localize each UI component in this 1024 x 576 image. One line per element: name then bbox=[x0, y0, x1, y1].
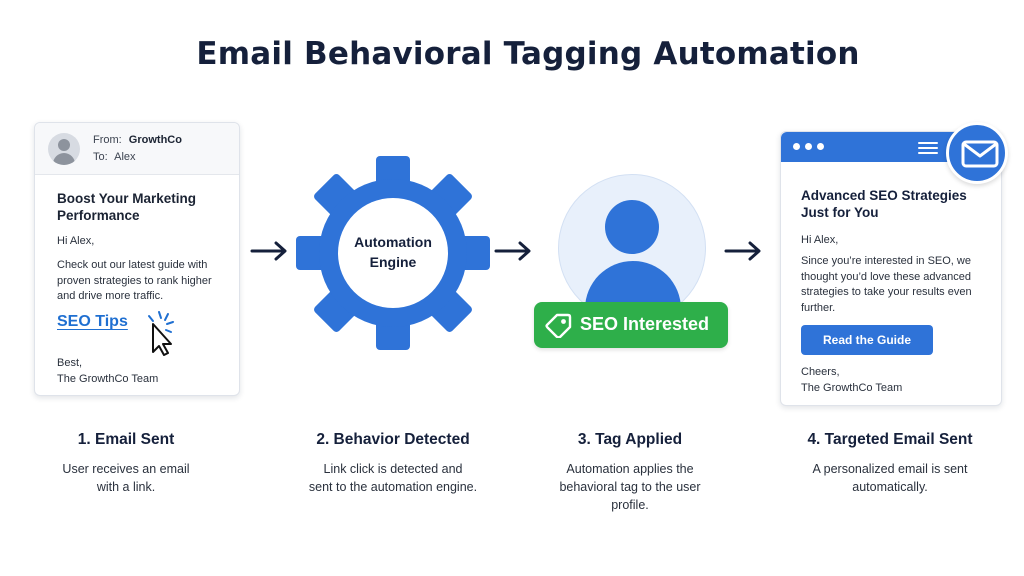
seo-interested-tag: SEO Interested bbox=[534, 302, 728, 348]
envelope-icon bbox=[946, 122, 1008, 184]
step-1-desc-line: with a link. bbox=[96, 480, 156, 494]
email-signoff: Best, The GrowthCo Team bbox=[57, 356, 158, 387]
arrow-right-icon bbox=[494, 241, 531, 261]
arrow-right-icon bbox=[250, 241, 287, 261]
arrow-right-icon bbox=[724, 241, 761, 261]
sent-email-card: From: GrowthCo To: Alex Boost Your Marke… bbox=[34, 122, 240, 396]
automation-engine-label: Automation Engine bbox=[340, 232, 446, 272]
user-avatar-icon bbox=[48, 133, 80, 165]
step-1-desc: User receives an email with a link. bbox=[36, 460, 216, 496]
email-header: From: GrowthCo To: Alex bbox=[35, 123, 239, 175]
step-4-desc: A personalized email is sent automatical… bbox=[785, 460, 995, 496]
tag-icon bbox=[545, 313, 572, 338]
read-guide-button[interactable]: Read the Guide bbox=[801, 325, 933, 355]
tag-label: SEO Interested bbox=[580, 314, 710, 334]
email-subject: Advanced SEO Strategies Just for You bbox=[801, 188, 967, 220]
step-2-desc-line: sent to the automation engine. bbox=[308, 480, 478, 494]
step-4-desc-line: A personalized email is sent bbox=[812, 462, 968, 476]
to-row: To: Alex bbox=[93, 151, 136, 163]
email-signoff: Cheers, The GrowthCo Team bbox=[801, 365, 902, 396]
signoff-team: The GrowthCo Team bbox=[57, 372, 159, 385]
gear-icon bbox=[296, 156, 490, 350]
step-4-desc-line: automatically. bbox=[852, 480, 928, 494]
step-1-desc-line: User receives an email bbox=[62, 462, 190, 476]
email-greeting: Hi Alex, bbox=[57, 235, 95, 247]
step-3-title: 3. Tag Applied bbox=[577, 431, 683, 448]
window-dot bbox=[817, 143, 824, 150]
step-3-desc: Automation applies the behavioral tag to… bbox=[530, 460, 730, 514]
signoff-line: Cheers, bbox=[801, 366, 840, 378]
user-icon bbox=[558, 174, 706, 322]
step-3-desc-line: Automation applies the bbox=[566, 462, 694, 476]
step-3-desc-line: profile. bbox=[611, 498, 649, 512]
menu-icon bbox=[918, 142, 938, 154]
window-dot bbox=[805, 143, 812, 150]
page-title: Email Behavioral Tagging Automation bbox=[196, 36, 860, 72]
from-label: From: bbox=[93, 134, 122, 146]
email-body: Check out our latest guide with proven s… bbox=[57, 259, 212, 302]
step-2-title: 2. Behavior Detected bbox=[316, 431, 470, 448]
window-dot bbox=[793, 143, 800, 150]
to-label: To: bbox=[93, 151, 108, 163]
seo-tips-link[interactable]: SEO Tips bbox=[57, 313, 128, 330]
engine-label-line1: Automation bbox=[354, 234, 432, 250]
engine-label-line2: Engine bbox=[369, 254, 417, 270]
from-value: GrowthCo bbox=[128, 134, 182, 146]
step-4-title: 4. Targeted Email Sent bbox=[807, 431, 973, 448]
step-3-desc-line: behavioral tag to the user bbox=[559, 480, 701, 494]
email-greeting: Hi Alex, bbox=[801, 234, 839, 246]
step-1-title: 1. Email Sent bbox=[77, 431, 175, 448]
from-row: From: GrowthCo bbox=[93, 134, 182, 146]
click-cursor-icon bbox=[148, 311, 174, 356]
step-2-desc: Link click is detected and sent to the a… bbox=[286, 460, 500, 496]
email-body: Since you’re interested in SEO, we thoug… bbox=[801, 255, 972, 314]
to-value: Alex bbox=[114, 151, 136, 163]
signoff-team: The GrowthCo Team bbox=[801, 381, 903, 394]
step-2-desc-line: Link click is detected and bbox=[323, 462, 463, 476]
email-subject: Boost Your Marketing Performance bbox=[57, 191, 197, 223]
signoff-line: Best, bbox=[57, 357, 83, 369]
